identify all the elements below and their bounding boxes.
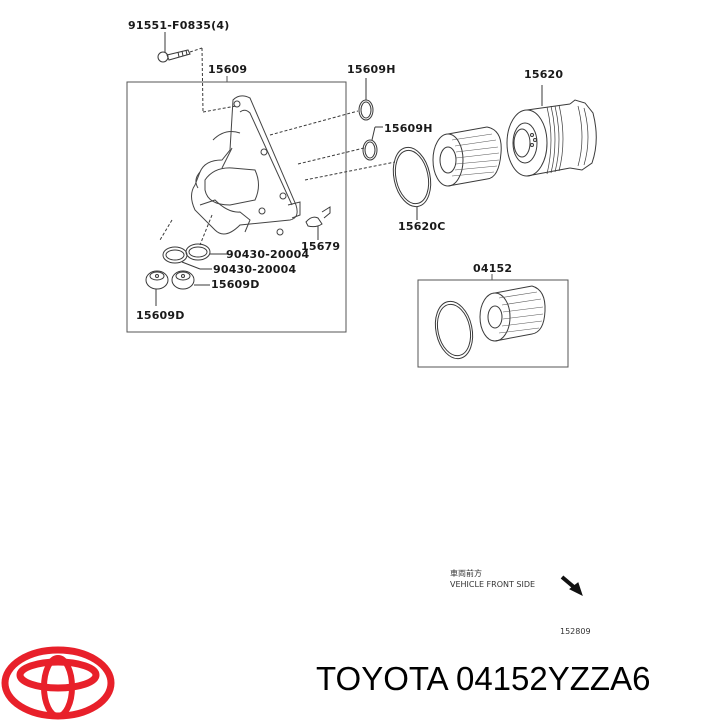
filter-cap-icon (506, 85, 597, 177)
filter-element-icon (432, 126, 502, 187)
callout-gasket-upper: 90430-20004 (226, 248, 310, 261)
gasket-washer-icon (159, 214, 228, 270)
callout-housing: 15609 (208, 63, 248, 76)
part-title: TOYOTA 04152YZZA6 (316, 660, 651, 697)
housing-group-frame (126, 81, 347, 333)
oil-filter-housing-icon (191, 95, 301, 236)
spring-icon (305, 206, 331, 240)
toyota-logo-icon (1, 646, 115, 720)
callout-o-ring-lower: 15609H (384, 122, 433, 135)
callout-spring: 15679 (301, 240, 341, 253)
callout-o-ring-upper: 15609H (347, 63, 396, 76)
figure-number: 152809 (560, 627, 591, 636)
arrow-down-right-icon (560, 575, 583, 596)
bolt-icon (157, 32, 237, 113)
callout-bolt: 91551-F0835(4) (128, 19, 230, 32)
callout-gasket-lower: 90430-20004 (213, 263, 297, 276)
large-o-ring-icon (392, 146, 432, 220)
drain-plug-icon (145, 270, 210, 306)
callout-gasket-c: 15620C (398, 220, 446, 233)
callout-kit: 04152 (473, 262, 513, 275)
orientation-note-japanese: 車両前方 (450, 569, 482, 578)
callout-plug-right: 15609D (211, 278, 260, 291)
orientation-note-english: VEHICLE FRONT SIDE (450, 580, 536, 589)
callout-cap: 15620 (524, 68, 564, 81)
kit-group-frame (417, 274, 569, 368)
o-ring-icon (358, 78, 383, 161)
callout-plug-left: 15609D (136, 309, 185, 322)
